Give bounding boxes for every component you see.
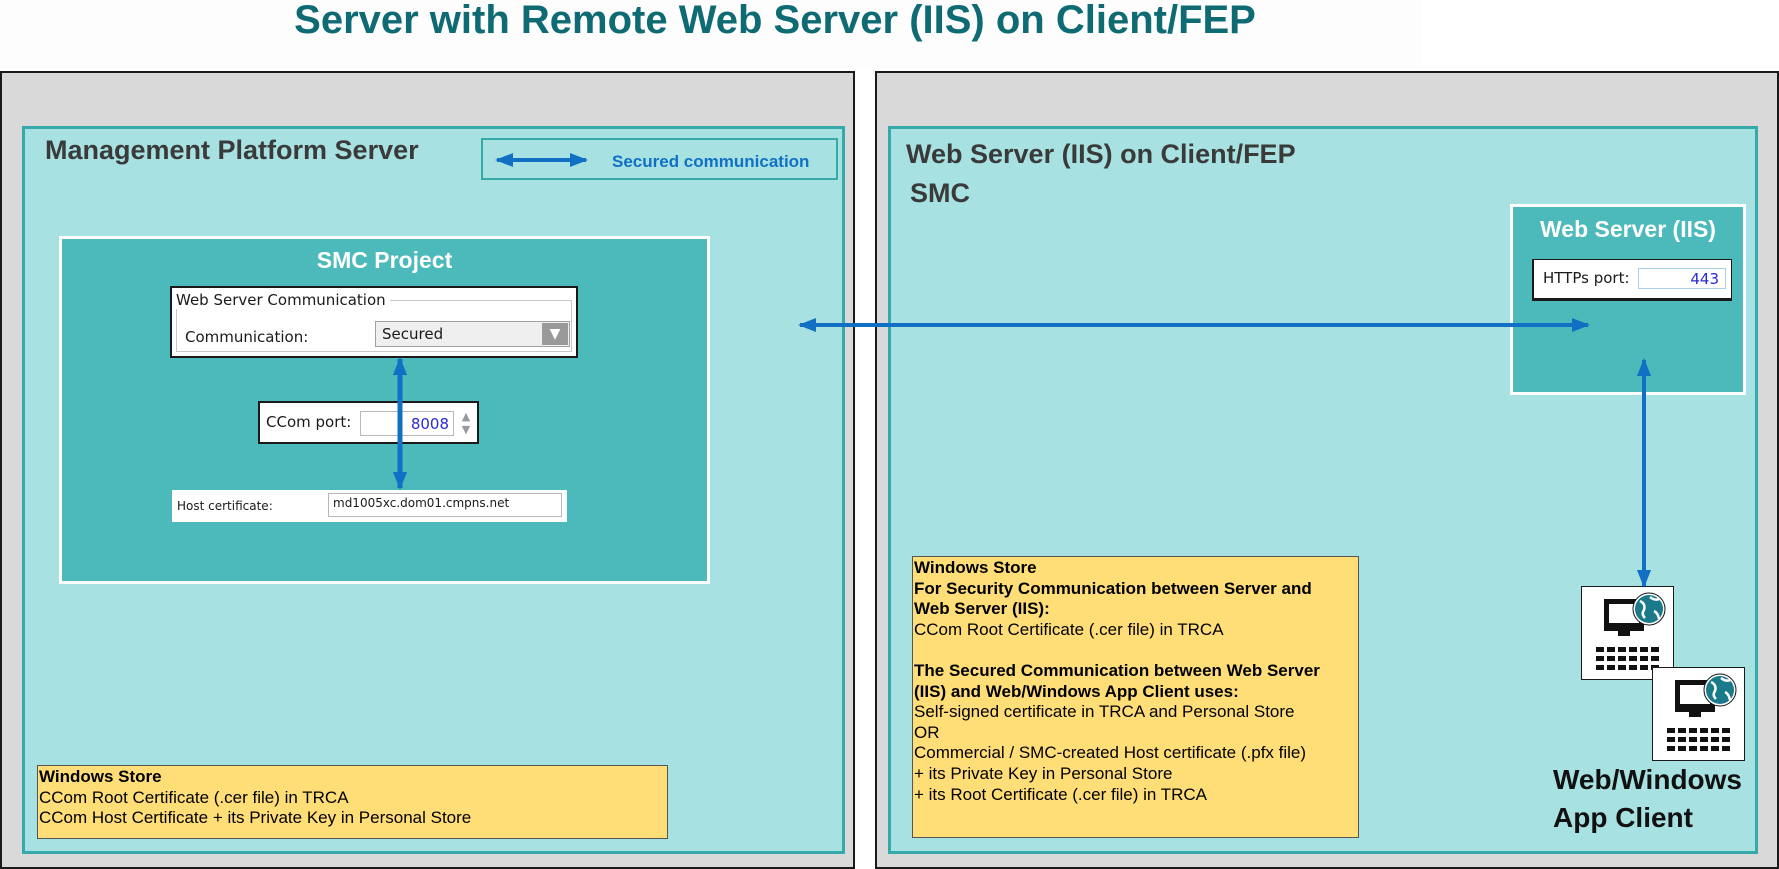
- right-note-section1-title: For Security Communication between Serve…: [914, 578, 1312, 598]
- right-note-section2-title: (IIS) and Web/Windows App Client uses:: [914, 681, 1239, 701]
- ccom-port-field: CCom port: 8008 ▲▼: [258, 401, 479, 444]
- computer-globe-icon: [1596, 592, 1666, 670]
- client-label: Web/Windows App Client: [1553, 761, 1742, 837]
- right-note-line: + its Root Certificate (.cer file) in TR…: [914, 784, 1208, 804]
- title-background: [0, 0, 1422, 68]
- client-label-line: Web/Windows: [1553, 764, 1742, 795]
- communication-label: Communication:: [185, 328, 309, 346]
- left-windows-store-note: Windows Store CCom Root Certificate (.ce…: [37, 765, 668, 839]
- right-note-line: OR: [914, 722, 940, 742]
- group-label: Web Server Communication: [176, 291, 390, 309]
- right-note-line: Commercial / SMC-created Host certificat…: [914, 743, 1307, 763]
- right-windows-store-note: Windows Store For Security Communication…: [912, 556, 1359, 838]
- https-port-input[interactable]: 443: [1638, 268, 1726, 289]
- right-note-section1-text: CCom Root Certificate (.cer file) in TRC…: [914, 619, 1224, 639]
- left-note-line: CCom Root Certificate (.cer file) in TRC…: [39, 787, 349, 807]
- client-label-line: App Client: [1553, 802, 1693, 833]
- ccom-port-input[interactable]: 8008: [360, 411, 454, 436]
- computer-icon: [1652, 667, 1745, 761]
- right-panel-subtitle: SMC: [910, 178, 970, 208]
- communication-select[interactable]: Secured ▼: [375, 321, 570, 347]
- ccom-port-label: CCom port:: [266, 413, 352, 431]
- web-server-communication-group: Web Server Communication Communication: …: [170, 286, 578, 358]
- host-certificate-row: Host certificate: md1005xc.dom01.cmpns.n…: [172, 490, 567, 522]
- ccom-port-spinner-icon[interactable]: ▲▼: [461, 410, 471, 436]
- host-certificate-label: Host certificate:: [177, 499, 273, 513]
- right-panel-title: Web Server (IIS) on Client/FEP: [906, 139, 1296, 169]
- computer-icon: [1581, 586, 1674, 680]
- https-port-label: HTTPs port:: [1543, 269, 1630, 287]
- left-panel-title: Management Platform Server: [45, 135, 419, 165]
- smc-project-title: SMC Project: [316, 247, 453, 273]
- left-note-heading: Windows Store: [39, 767, 162, 786]
- right-note-line: Self-signed certificate in TRCA and Pers…: [914, 702, 1295, 722]
- https-port-field: HTTPs port: 443: [1532, 259, 1732, 301]
- right-note-section1-title: Web Server (IIS):: [914, 599, 1050, 619]
- right-note-line: + its Private Key in Personal Store: [914, 763, 1173, 783]
- left-note-line: CCom Host Certificate + its Private Key …: [39, 808, 472, 828]
- chevron-down-icon[interactable]: ▼: [542, 323, 568, 345]
- right-note-section2-title: The Secured Communication between Web Se…: [914, 660, 1320, 680]
- legend-label: Secured communication: [612, 152, 810, 171]
- page-title: Server with Remote Web Server (IIS) on C…: [294, 0, 1256, 42]
- right-note-heading: Windows Store: [914, 558, 1037, 577]
- computer-globe-icon: [1667, 673, 1737, 751]
- communication-select-value: Secured: [382, 325, 444, 343]
- web-server-iis-title: Web Server (IIS): [1540, 216, 1716, 242]
- host-certificate-input[interactable]: md1005xc.dom01.cmpns.net: [328, 493, 562, 517]
